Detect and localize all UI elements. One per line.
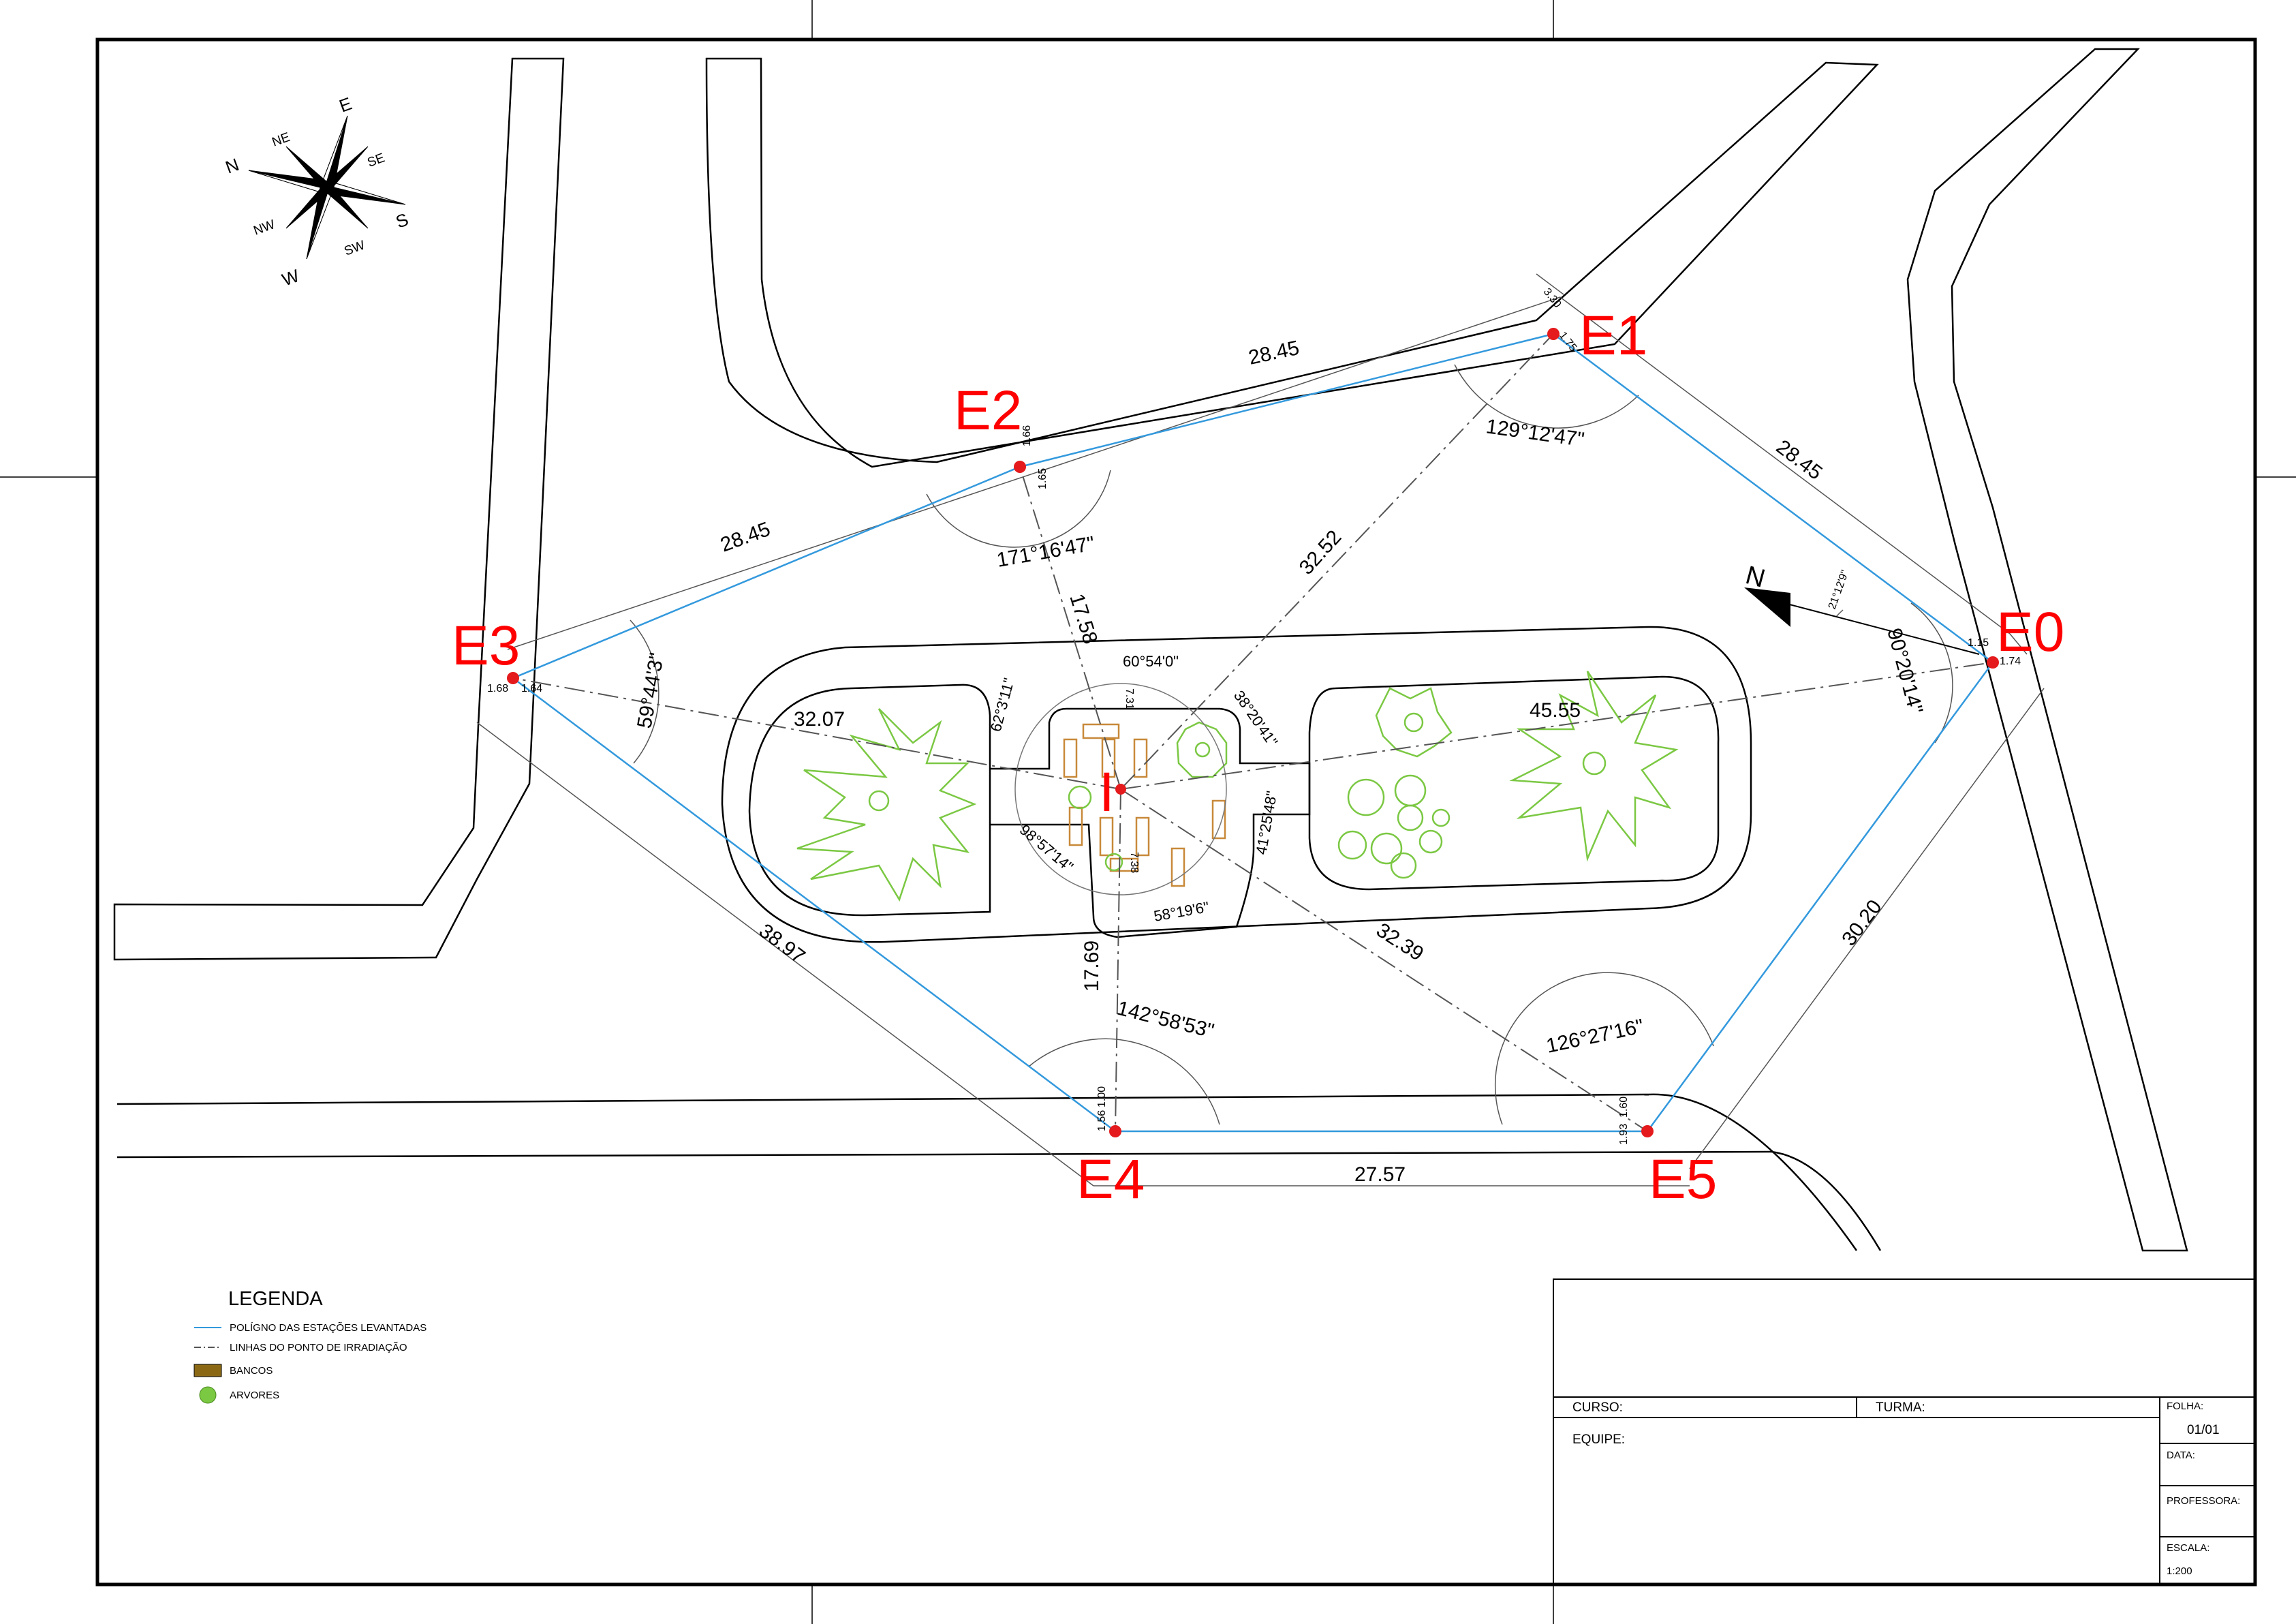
label-center: I xyxy=(1099,761,1115,823)
dim-e5-a: 1.93 xyxy=(1618,1124,1630,1145)
dim-e4-a: 1.56 xyxy=(1096,1110,1108,1131)
angle-e1: 129°12'47" xyxy=(1485,415,1585,451)
compass-w: W xyxy=(279,265,302,290)
angle-i-4: 41°25'48" xyxy=(1252,790,1280,856)
dim-e2-b: 1.65 xyxy=(1037,468,1049,489)
legend-item-benches: BANCOS xyxy=(230,1365,273,1377)
angle-e2: 171°16'47" xyxy=(995,532,1096,572)
tb-data: DATA: xyxy=(2167,1450,2195,1461)
angle-i-6: 58°19'6" xyxy=(1153,898,1211,925)
dim-e4-b: 1.00 xyxy=(1096,1086,1108,1107)
compass-n: N xyxy=(223,154,242,178)
label-e0: E0 xyxy=(1996,601,2064,663)
angle-i-1: 60°54'0" xyxy=(1123,653,1179,670)
label-e4: E4 xyxy=(1076,1148,1145,1210)
compass-ne: NE xyxy=(270,130,292,150)
label-e5: E5 xyxy=(1649,1148,1717,1210)
station-e4 xyxy=(1109,1125,1121,1137)
angle-e3: 59°44'3" xyxy=(633,651,668,730)
station-e1 xyxy=(1547,328,1560,340)
tb-turma: TURMA: xyxy=(1876,1400,1925,1415)
legend-item-irradiation: LINHAS DO PONTO DE IRRADIAÇÃO xyxy=(230,1342,407,1353)
benches xyxy=(1063,723,1226,887)
north-arrow: N xyxy=(1743,561,1980,655)
station-e0 xyxy=(1987,656,1999,669)
compass-e: E xyxy=(337,93,355,117)
angle-i-5: 98°57'14" xyxy=(1017,821,1076,876)
dist-e0-e1: 28.45 xyxy=(1772,435,1827,485)
legend-title: LEGENDA xyxy=(228,1288,323,1310)
dist-e3-e4: 38.97 xyxy=(755,919,809,968)
dist-i-e0: 45.55 xyxy=(1530,699,1581,722)
tb-escala: ESCALA: xyxy=(2167,1542,2209,1554)
dim-e1-a: 3.30 xyxy=(1541,286,1564,310)
irradiation-lines xyxy=(512,333,1994,1132)
station-polygon xyxy=(511,333,1994,1133)
dim-e3-b: 1.64 xyxy=(521,683,542,694)
measurement-lines xyxy=(476,273,2045,1186)
dist-i-e2: 17.58 xyxy=(1065,591,1102,646)
central-park xyxy=(721,626,1752,943)
legend: LEGENDA POLÍGNO DAS ESTAÇÕES LEVANTADAS … xyxy=(193,1288,426,1404)
dist-e1-e2: 28.45 xyxy=(1247,337,1301,369)
compass-rose: N NE E SE S SW W NW xyxy=(223,93,412,290)
dim-e5-b: 1.60 xyxy=(1618,1097,1630,1118)
compass-s: S xyxy=(393,209,412,232)
station-e3 xyxy=(507,672,519,684)
dist-e5-e0: 30.20 xyxy=(1837,895,1887,950)
dist-e2-e3: 28.45 xyxy=(717,518,773,557)
label-e3: E3 xyxy=(452,615,520,677)
dim-e0-a: 1.15 xyxy=(1968,637,1989,649)
angle-e0-north: 21°12'9" xyxy=(1827,569,1851,611)
compass-se: SE xyxy=(366,151,387,170)
label-e2: E2 xyxy=(954,380,1022,442)
legend-item-polygon: POLÍGNO DAS ESTAÇÕES LEVANTADAS xyxy=(230,1322,426,1334)
dim-i-bot: 7.38 xyxy=(1128,852,1140,873)
tb-professora: PROFESSORA: xyxy=(2167,1495,2240,1507)
tb-folha: FOLHA: xyxy=(2167,1400,2203,1412)
dist-e4-e5: 27.57 xyxy=(1354,1163,1406,1186)
tb-equipe: EQUIPE: xyxy=(1572,1433,1625,1447)
drawing-frame xyxy=(95,37,2257,1587)
dim-i-top: 7.31 xyxy=(1123,688,1135,709)
dim-e3-a: 1.68 xyxy=(487,683,508,694)
tb-curso: CURSO: xyxy=(1572,1400,1623,1415)
north-arrow-label: N xyxy=(1743,561,1768,594)
dist-i-e1: 32.52 xyxy=(1295,526,1346,579)
compass-nw: NW xyxy=(252,217,277,239)
compass-sw: SW xyxy=(343,238,367,258)
station-center xyxy=(1115,784,1126,795)
angle-e5: 126°27'16" xyxy=(1545,1015,1646,1057)
tb-escala-value: 1:200 xyxy=(2167,1565,2192,1577)
tb-folha-value: 01/01 xyxy=(2187,1423,2220,1437)
station-markers xyxy=(507,328,1999,1137)
dist-i-e4: 17.69 xyxy=(1081,940,1103,992)
dim-e0-b: 1.74 xyxy=(2000,656,2021,667)
legend-item-trees: ARVORES xyxy=(230,1390,279,1401)
dist-i-e3: 32.07 xyxy=(794,708,845,731)
streets xyxy=(113,48,2188,1252)
dim-e2-a: 1.66 xyxy=(1021,425,1033,446)
angle-e4: 142°58'53" xyxy=(1115,997,1216,1043)
station-e5 xyxy=(1641,1125,1654,1137)
angle-i-2: 62°3'11" xyxy=(987,676,1018,733)
trees xyxy=(796,671,1679,902)
title-block xyxy=(1553,1278,2256,1585)
station-e2 xyxy=(1014,461,1026,473)
label-e1: E1 xyxy=(1579,305,1647,367)
angle-arcs xyxy=(630,364,1953,1125)
